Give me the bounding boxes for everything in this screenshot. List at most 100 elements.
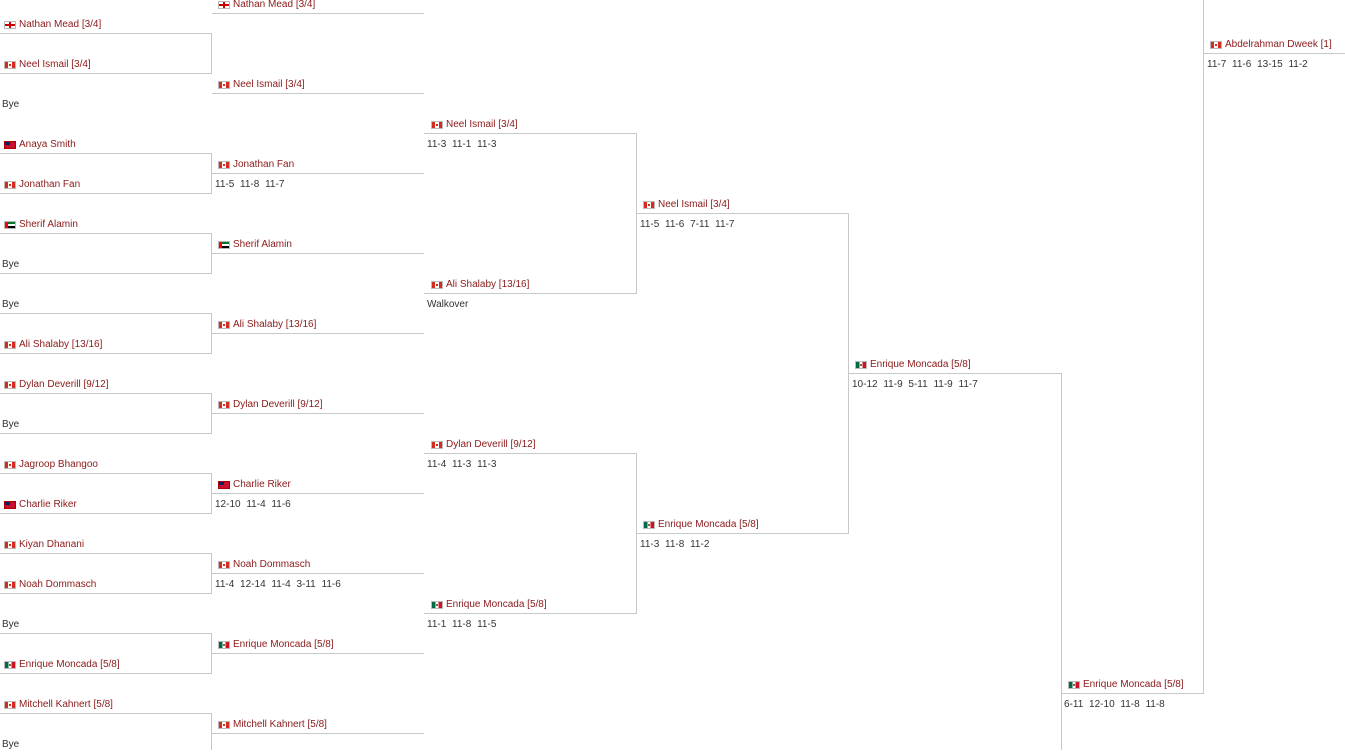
bracket-line bbox=[212, 733, 424, 734]
bracket-line bbox=[211, 33, 212, 74]
player-entry: Enrique Moncada [5/8] bbox=[218, 638, 334, 652]
bye-label: Bye bbox=[2, 299, 20, 310]
flag-icon bbox=[1210, 41, 1222, 49]
match-score: 10-12 11-9 5-11 11-9 11-7 bbox=[852, 379, 978, 390]
player-link[interactable]: Mitchell Kahnert [5/8] bbox=[233, 719, 327, 730]
flag-icon bbox=[218, 241, 230, 249]
bracket-line bbox=[0, 673, 212, 674]
bye-label: Bye bbox=[2, 419, 20, 430]
player-link[interactable]: Charlie Riker bbox=[19, 499, 77, 510]
bracket-line bbox=[424, 133, 637, 134]
bracket-line bbox=[0, 33, 212, 34]
match-score: 11-3 11-1 11-3 bbox=[427, 139, 497, 150]
bracket-line bbox=[211, 633, 212, 674]
flag-icon bbox=[218, 401, 230, 409]
bracket-line bbox=[0, 353, 212, 354]
player-link[interactable]: Noah Dommasch bbox=[19, 579, 97, 590]
player-entry: Enrique Moncada [5/8] bbox=[431, 598, 547, 612]
player-link[interactable]: Neel Ismail [3/4] bbox=[19, 59, 91, 70]
player-link[interactable]: Sherif Alamin bbox=[233, 239, 292, 250]
bye-label: Bye bbox=[2, 99, 20, 110]
bracket-line bbox=[212, 13, 424, 14]
bracket-line bbox=[637, 533, 849, 534]
flag-icon bbox=[4, 61, 16, 69]
player-link[interactable]: Noah Dommasch bbox=[233, 559, 311, 570]
bracket-line bbox=[0, 233, 212, 234]
walkover-label: Walkover bbox=[427, 299, 469, 310]
flag-icon bbox=[218, 561, 230, 569]
bracket-line bbox=[1204, 53, 1345, 54]
bracket-line bbox=[0, 433, 212, 434]
player-entry: Neel Ismail [3/4] bbox=[643, 198, 730, 212]
flag-icon bbox=[4, 501, 16, 509]
flag-icon bbox=[4, 701, 16, 709]
player-entry: Sherif Alamin bbox=[4, 218, 78, 232]
player-link[interactable]: Mitchell Kahnert [5/8] bbox=[19, 699, 113, 710]
player-entry: Neel Ismail [3/4] bbox=[4, 58, 91, 72]
match-score: 6-11 12-10 11-8 11-8 bbox=[1064, 699, 1165, 710]
match-score: 11-3 11-8 11-2 bbox=[640, 539, 710, 550]
player-link[interactable]: Dylan Deverill [9/12] bbox=[233, 399, 323, 410]
match-score: 11-4 12-14 11-4 3-11 11-6 bbox=[215, 579, 341, 590]
player-link[interactable]: Anaya Smith bbox=[19, 139, 76, 150]
player-entry: Charlie Riker bbox=[218, 478, 291, 492]
player-link[interactable]: Ali Shalaby [13/16] bbox=[233, 319, 317, 330]
bracket-line bbox=[211, 473, 212, 514]
player-link[interactable]: Neel Ismail [3/4] bbox=[446, 119, 518, 130]
player-entry: Neel Ismail [3/4] bbox=[218, 78, 305, 92]
bracket-line bbox=[0, 273, 212, 274]
player-link[interactable]: Jonathan Fan bbox=[19, 179, 81, 190]
flag-icon bbox=[643, 521, 655, 529]
flag-icon bbox=[855, 361, 867, 369]
player-link[interactable]: Dylan Deverill [9/12] bbox=[446, 439, 536, 450]
player-link[interactable]: Enrique Moncada [5/8] bbox=[658, 519, 759, 530]
player-link[interactable]: Enrique Moncada [5/8] bbox=[1083, 679, 1184, 690]
bracket-line bbox=[1061, 693, 1204, 694]
player-entry: Neel Ismail [3/4] bbox=[431, 118, 518, 132]
flag-icon bbox=[4, 541, 16, 549]
player-link[interactable]: Kiyan Dhanani bbox=[19, 539, 85, 550]
bracket-line bbox=[0, 313, 212, 314]
player-link[interactable]: Nathan Mead [3/4] bbox=[19, 19, 102, 30]
flag-icon bbox=[4, 141, 16, 149]
bracket-line bbox=[211, 713, 212, 750]
flag-icon bbox=[1068, 681, 1080, 689]
bracket-line bbox=[211, 393, 212, 434]
player-link[interactable]: Enrique Moncada [5/8] bbox=[446, 599, 547, 610]
bracket-line bbox=[424, 453, 637, 454]
player-link[interactable]: Enrique Moncada [5/8] bbox=[233, 639, 334, 650]
player-link[interactable]: Charlie Riker bbox=[233, 479, 291, 490]
bracket-line bbox=[849, 373, 1061, 374]
player-entry: Noah Dommasch bbox=[4, 578, 96, 592]
player-entry: Enrique Moncada [5/8] bbox=[855, 358, 971, 372]
flag-icon bbox=[218, 641, 230, 649]
player-link[interactable]: Sherif Alamin bbox=[19, 219, 78, 230]
flag-icon bbox=[431, 121, 443, 129]
flag-icon bbox=[218, 81, 230, 89]
bracket-line bbox=[636, 453, 637, 614]
bracket-line bbox=[0, 393, 212, 394]
player-link[interactable]: Enrique Moncada [5/8] bbox=[870, 359, 971, 370]
player-entry: Jonathan Fan bbox=[4, 178, 80, 192]
bracket-line bbox=[0, 513, 212, 514]
bracket-line bbox=[1203, 0, 1204, 694]
player-link[interactable]: Nathan Mead [3/4] bbox=[233, 0, 316, 10]
player-entry: Enrique Moncada [5/8] bbox=[4, 658, 120, 672]
player-link[interactable]: Dylan Deverill [9/12] bbox=[19, 379, 109, 390]
player-link[interactable]: Neel Ismail [3/4] bbox=[658, 199, 730, 210]
match-score: 12-10 11-4 11-6 bbox=[215, 499, 291, 510]
player-link[interactable]: Abdelrahman Dweek [1] bbox=[1225, 39, 1332, 50]
flag-icon bbox=[218, 321, 230, 329]
flag-icon bbox=[218, 721, 230, 729]
player-link[interactable]: Ali Shalaby [13/16] bbox=[446, 279, 530, 290]
bracket-line bbox=[212, 333, 424, 334]
bracket-line bbox=[212, 93, 424, 94]
match-score: 11-4 11-3 11-3 bbox=[427, 459, 497, 470]
bracket-line bbox=[0, 193, 212, 194]
player-entry: Ali Shalaby [13/16] bbox=[431, 278, 529, 292]
player-link[interactable]: Neel Ismail [3/4] bbox=[233, 79, 305, 90]
player-link[interactable]: Ali Shalaby [13/16] bbox=[19, 339, 103, 350]
player-link[interactable]: Jagroop Bhangoo bbox=[19, 459, 98, 470]
player-link[interactable]: Jonathan Fan bbox=[233, 159, 295, 170]
player-link[interactable]: Enrique Moncada [5/8] bbox=[19, 659, 120, 670]
